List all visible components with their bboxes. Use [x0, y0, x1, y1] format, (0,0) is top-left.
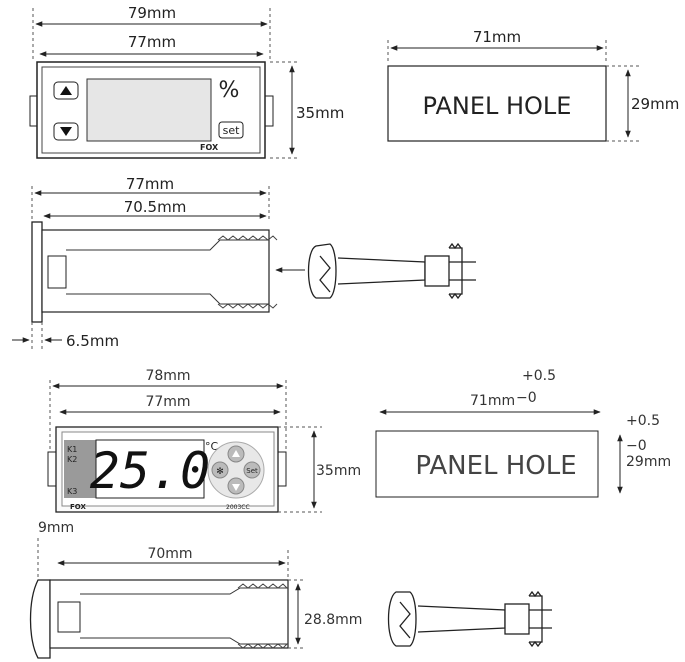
bottom-panel-hole: +0.5 71mm −0 PANEL HOLE +0.5 −0 29mm — [375, 368, 671, 498]
width-tol-minus: −0 — [516, 390, 537, 406]
width-tol-plus: +0.5 — [522, 368, 556, 384]
panel-hole-label: PANEL HOLE — [423, 92, 572, 120]
dim-b-71mm: 71mm — [470, 393, 515, 409]
dim-71mm: 71mm — [473, 28, 521, 46]
panel-hole-box — [387, 65, 607, 142]
right-clip — [264, 95, 274, 127]
b-set-label: Set — [246, 467, 258, 475]
set-button[interactable] — [218, 121, 244, 139]
dim-b-29mm: 29mm — [626, 454, 671, 470]
b-side-latch — [57, 601, 81, 633]
dim-35mm: 35mm — [296, 104, 344, 122]
top-panel-hole: 71mm PANEL HOLE 29mm — [387, 28, 679, 142]
mounting-clip-top — [307, 242, 476, 300]
relay-k3: K3 — [67, 487, 77, 496]
side-body — [41, 229, 270, 313]
relay-k1: K1 — [67, 445, 77, 454]
mounting-clip-bottom — [387, 590, 552, 648]
b-side-bezel — [29, 579, 51, 659]
height-tol-minus: −0 — [626, 438, 647, 454]
b-brand-logo: FOX — [70, 503, 86, 511]
height-tol-plus: +0.5 — [626, 413, 660, 429]
b-up-arrow-icon — [232, 450, 240, 457]
down-arrow-icon — [60, 127, 72, 136]
snowflake-icon: ✻ — [216, 467, 224, 477]
up-arrow-icon — [60, 86, 72, 95]
dim-70mm: 70mm — [147, 546, 192, 562]
dim-6-5mm: 6.5mm — [66, 332, 119, 350]
set-button-label: set — [223, 124, 240, 137]
display-value: 25.0 — [90, 442, 210, 500]
dim-29mm: 29mm — [631, 95, 679, 113]
dim-77mm: 77mm — [128, 33, 176, 51]
b-left-clip — [47, 451, 57, 487]
bottom-front-view: 78mm 77mm K1 K2 K3 25.0 °C ✻ Set FOX 200… — [47, 368, 361, 513]
b-down-arrow-icon — [232, 484, 240, 491]
b-lcd-display — [95, 439, 205, 499]
lcd-display — [86, 78, 212, 142]
dim-79mm: 79mm — [128, 4, 176, 22]
relay-k2: K2 — [67, 455, 77, 464]
b-set-button[interactable] — [243, 461, 261, 479]
b-panel-hole-box — [375, 430, 599, 498]
side-bezel — [31, 221, 43, 323]
dim-28-8mm: 28.8mm — [304, 612, 362, 628]
dim-78mm: 78mm — [145, 368, 190, 384]
celsius-symbol: °C — [205, 440, 219, 453]
b-side-body — [49, 579, 289, 649]
dim-70-5mm: 70.5mm — [124, 198, 187, 216]
top-side-view: 77mm 70.5mm 6.5mm — [12, 175, 305, 350]
top-front-view: 79mm 77mm % set FOX 35mm — [29, 4, 344, 159]
relay-indicator-panel — [64, 440, 96, 498]
b-right-clip — [277, 451, 287, 487]
brand-logo: FOX — [200, 143, 219, 152]
b-panel-hole-label: PANEL HOLE — [415, 451, 576, 481]
dim-b-77mm: 77mm — [145, 394, 190, 410]
model-number: 2003CC — [226, 504, 250, 511]
percent-symbol: % — [219, 78, 240, 103]
bottom-side-view: 9mm 70mm 28.8mm — [29, 520, 362, 659]
keypad — [207, 441, 265, 499]
dim-9mm: 9mm — [38, 520, 74, 536]
dim-side-77mm: 77mm — [126, 175, 174, 193]
device-inner-frame — [41, 66, 261, 154]
b-mode-button[interactable] — [211, 461, 229, 479]
dim-b-35mm: 35mm — [316, 463, 361, 479]
side-latch — [47, 255, 67, 289]
